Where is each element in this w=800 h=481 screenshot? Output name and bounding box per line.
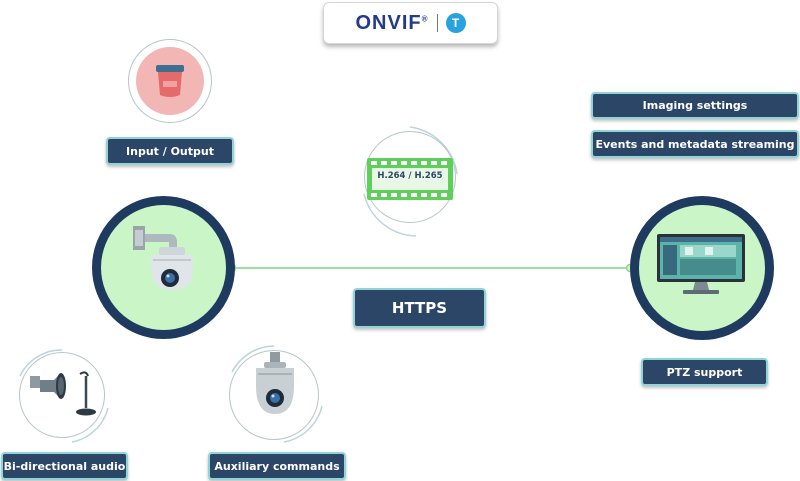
onvif-wordmark: ONVIF®: [355, 12, 428, 35]
onvif-logo: ONVIF® T: [323, 2, 498, 44]
auxiliary-commands-label: Auxiliary commands: [208, 452, 346, 480]
dome-camera-icon: [256, 352, 294, 414]
audio-ring: [19, 349, 109, 443]
events-metadata-label: Events and metadata streaming: [591, 130, 799, 158]
microphone-speaker-icon: [30, 371, 96, 416]
monitor-icon: [657, 234, 745, 294]
logo-brand: ONVIF: [355, 11, 422, 34]
ptz-support-label: PTZ support: [641, 358, 768, 386]
io-circle: [128, 39, 212, 123]
logo-separator: [436, 14, 438, 32]
input-output-label: Input / Output: [106, 137, 234, 165]
dome-ring: [231, 345, 323, 443]
bidirectional-audio-label: Bi-directional audio: [1, 452, 128, 480]
imaging-settings-label: Imaging settings: [591, 92, 799, 119]
film-strip-icon: [367, 158, 453, 200]
codec-text: H.264 / H.265: [377, 171, 443, 181]
io-alarm-icon: [136, 47, 204, 115]
logo-registered-mark: ®: [421, 13, 429, 23]
ptz-camera-icon: [133, 226, 193, 290]
profile-t-badge: T: [445, 13, 466, 33]
https-label: HTTPS: [353, 288, 486, 328]
